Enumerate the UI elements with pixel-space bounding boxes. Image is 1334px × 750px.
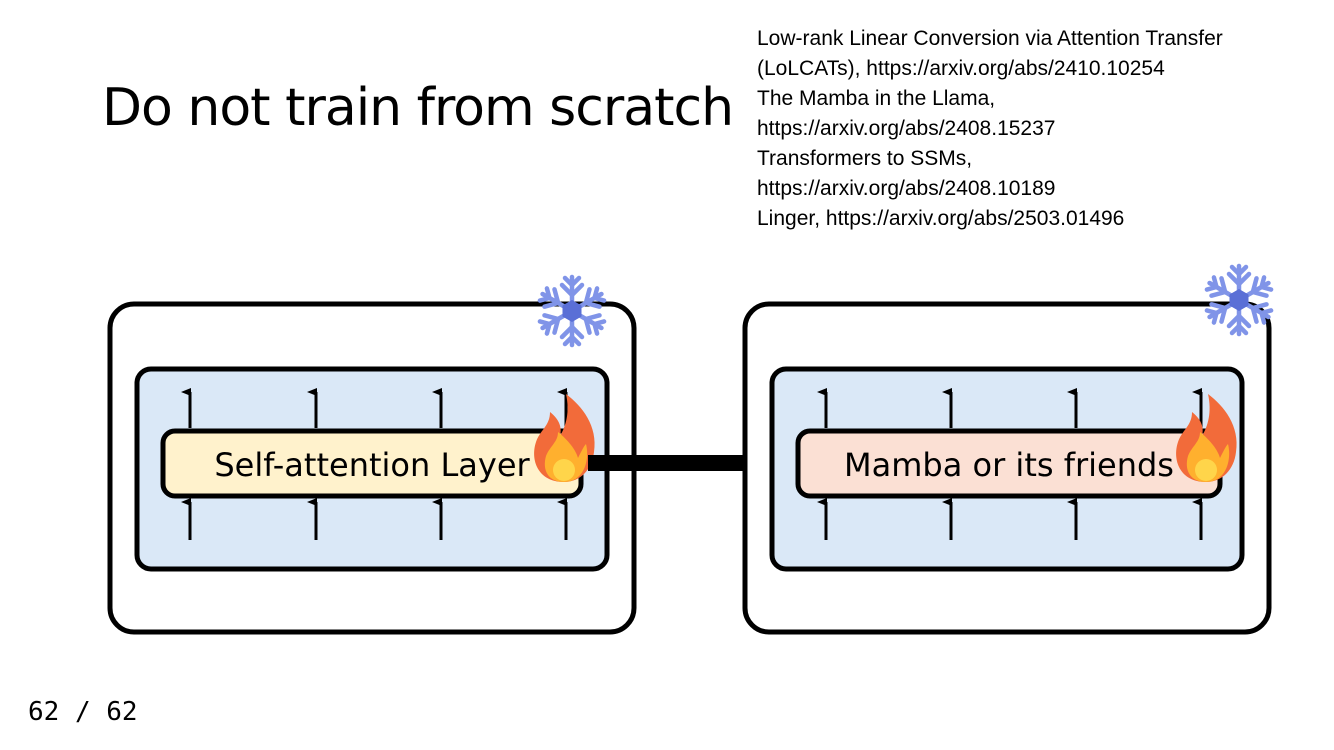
right-flow-arrows xyxy=(817,388,1203,540)
reference-line: https://arxiv.org/abs/2408.10189 xyxy=(757,177,1056,200)
reference-line: https://arxiv.org/abs/2408.15237 xyxy=(757,117,1056,140)
slide-title: Do not train from scratch xyxy=(102,78,734,138)
reference-line: The Mamba in the Llama, xyxy=(757,87,996,110)
self-attention-layer-label: Self-attention Layer xyxy=(214,446,530,484)
snowflake-icon xyxy=(1205,266,1274,334)
reference-line: Linger, https://arxiv.org/abs/2503.01496 xyxy=(757,207,1125,230)
mamba-layer-label: Mamba or its friends xyxy=(844,446,1174,484)
left-flow-arrows xyxy=(181,388,568,540)
reference-line: Low-rank Linear Conversion via Attention… xyxy=(757,27,1223,50)
reference-list: Low-rank Linear Conversion via Attention… xyxy=(757,24,1327,234)
reference-line: (LoLCATs), https://arxiv.org/abs/2410.10… xyxy=(757,57,1165,80)
page-number: 62 / 62 xyxy=(28,697,138,727)
reference-line: Transformers to SSMs, xyxy=(757,147,973,170)
